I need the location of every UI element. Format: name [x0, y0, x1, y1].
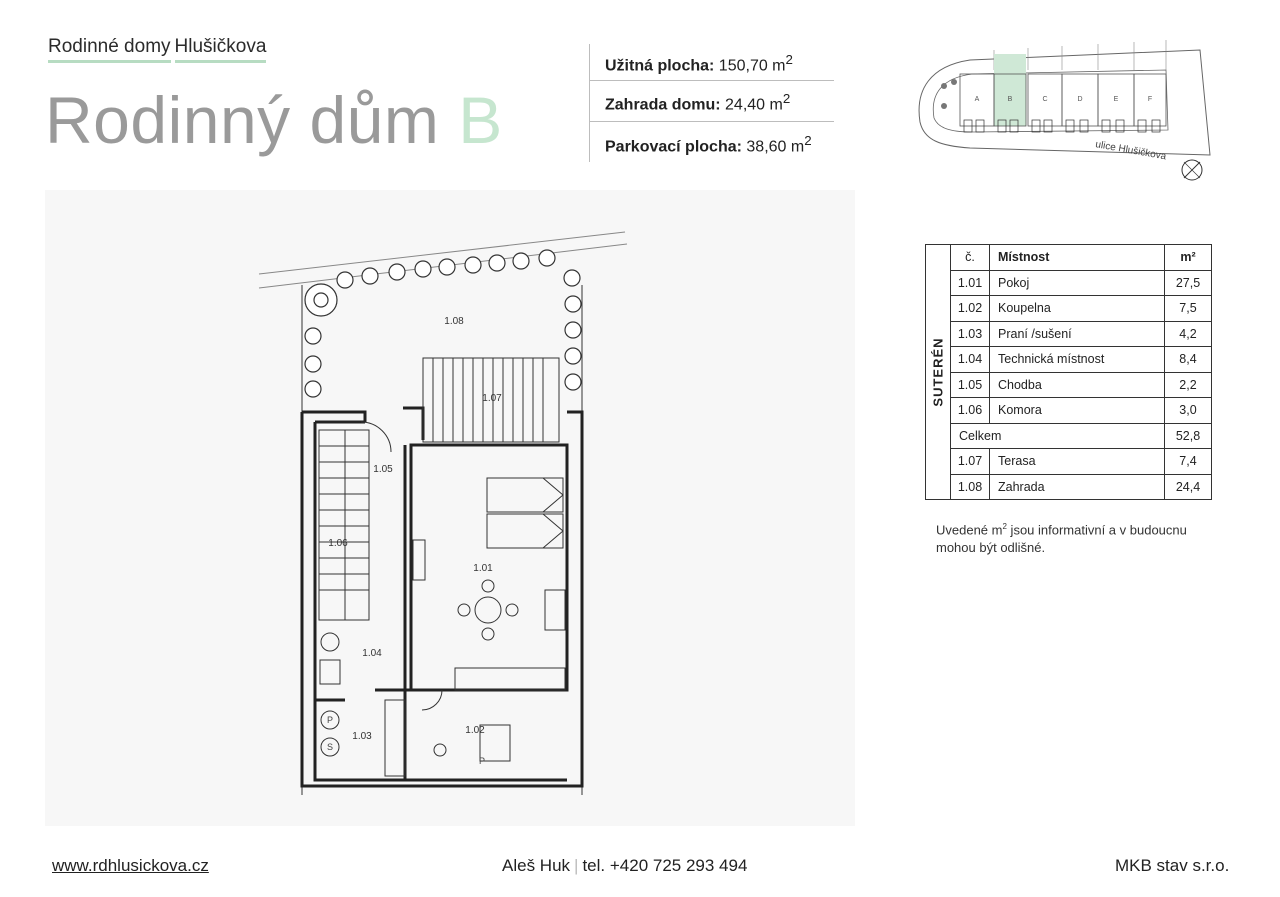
stat-garden-area: Zahrada domu: 24,40 m2 [605, 91, 791, 114]
stat-separator [590, 121, 834, 122]
unit-label: B [1008, 96, 1013, 103]
unit-label: F [1148, 96, 1152, 103]
unit-label: D [1077, 96, 1082, 103]
floor-plan: P P S 1.01 1.02 1.03 1.04 1.05 1.06 1.07… [258, 231, 628, 795]
table-header-row: SUTERÉN č. Místnost m² [925, 244, 1212, 500]
total-label: Celkem [950, 422, 1165, 449]
appliance-label: P [479, 756, 485, 766]
room-label: 1.01 [473, 563, 493, 574]
unit-label: A [975, 96, 980, 103]
unit-b-highlight [994, 54, 1026, 126]
site-map: A B C D E F ulice Hlušičkova [918, 40, 1211, 181]
header-area: m² [1164, 244, 1212, 271]
title-letter: B [458, 83, 503, 157]
table-total-row: Celkem 52,8 [926, 422, 1212, 449]
disclaimer-note: Uvedené m2 jsou informativní a v budoucn… [936, 522, 1187, 556]
stat-separator [590, 80, 834, 81]
shrubs [304, 249, 582, 398]
appliance-label: S [327, 742, 333, 752]
stat-usable-area: Užitná plocha: 150,70 m2 [605, 52, 793, 75]
room-label: 1.05 [373, 464, 393, 475]
stat-parking-area: Parkovací plocha: 38,60 m2 [605, 133, 812, 156]
section-cell: SUTERÉN [925, 244, 951, 500]
total-value: 52,8 [1164, 422, 1212, 449]
website-link[interactable]: www.rdhlusickova.cz [52, 856, 209, 875]
header-num: č. [950, 244, 990, 271]
contact-name: Aleš Huk [502, 856, 571, 875]
room-label: 1.08 [444, 316, 464, 327]
room-label: 1.03 [352, 731, 372, 742]
title-main: Rodinný dům [45, 83, 440, 157]
room-label: 1.04 [362, 648, 382, 659]
company-name: MKB stav s.r.o. [1115, 856, 1230, 875]
floor-plan-background [45, 190, 855, 826]
street-label: ulice Hlušičkova [1094, 139, 1167, 162]
north-arrow-icon [1181, 159, 1203, 181]
room-label: 1.02 [465, 725, 485, 736]
brand-part1: Rodinné domy [48, 36, 171, 63]
unit-label: E [1114, 96, 1119, 103]
section-label: SUTERÉN [930, 337, 946, 407]
contact-phone[interactable]: tel. +420 725 293 494 [582, 856, 748, 875]
unit-label: C [1042, 96, 1047, 103]
appliance-label: P [327, 715, 333, 725]
room-label: 1.06 [328, 538, 348, 549]
header-room: Místnost [989, 244, 1165, 271]
contact-info: Aleš Huk|tel. +420 725 293 494 [502, 856, 748, 875]
brand-part2: Hlušičkova [174, 36, 267, 63]
page-title: Rodinný dům B [45, 82, 503, 158]
room-label: 1.07 [482, 393, 502, 404]
stats-divider [589, 44, 590, 162]
